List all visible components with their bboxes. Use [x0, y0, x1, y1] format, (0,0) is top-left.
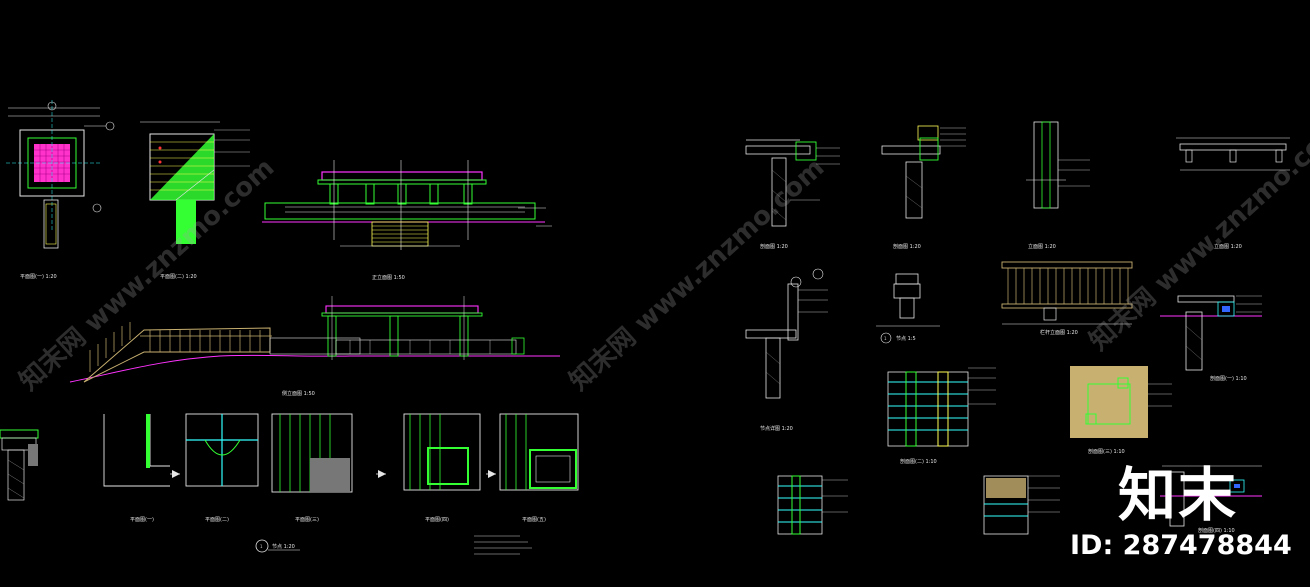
view-title: 平面图(二) 1:20: [160, 274, 197, 280]
view-title: 平面图(三): [295, 517, 319, 523]
brand-watermark: 知末: [1118, 461, 1239, 529]
bottom-detail-strip: [0, 413, 579, 555]
view-title: 剖面图(四) 1:10: [1198, 527, 1235, 534]
view-title: 栏杆立面图 1:20: [1040, 329, 1078, 336]
view-title: 平面图(一): [130, 517, 154, 523]
front-elevation: [262, 160, 552, 250]
elevation-rail: [1176, 137, 1290, 171]
section-b: [881, 125, 966, 219]
view-title: 节点详图 1:20: [760, 425, 793, 432]
view-title: 平面图(二): [205, 517, 229, 523]
id-watermark: ID: 287478844: [1070, 530, 1292, 561]
view-titles-right: 剖面图 1:20 剖面图 1:20 立面图 1:20 立面图 1:20 节点详图…: [760, 243, 1247, 534]
railing-elevation: [1001, 261, 1133, 325]
view-title: 平面图(五): [522, 517, 546, 523]
view-title: 立面图 1:20: [1214, 243, 1242, 250]
plan-view-2: [140, 121, 250, 244]
view-title: 剖面图 1:20: [760, 243, 788, 250]
view-title: 剖面图 1:20: [893, 243, 921, 250]
callout-number: 1: [260, 544, 263, 549]
callout-number: 1: [884, 336, 887, 341]
view-title: 剖面图(二) 1:10: [900, 458, 937, 465]
elevation-post: [1026, 121, 1090, 209]
view-title: 剖面图(三) 1:10: [1088, 448, 1125, 455]
view-title: 平面图(一) 1:20: [20, 274, 57, 280]
section-f: [777, 475, 848, 535]
view-title: 节点 1:20: [272, 544, 295, 550]
view-title: 剖面图(一) 1:10: [1210, 375, 1247, 382]
section-d: [1160, 295, 1262, 371]
view-title: 正立面图 1:50: [372, 274, 405, 281]
node-detail: [876, 273, 940, 344]
section-e: [887, 367, 996, 447]
section-tan: [1070, 366, 1172, 438]
view-title: 平面图(四): [425, 517, 449, 523]
view-title: 侧立面图 1:50: [282, 390, 315, 397]
section-a: [745, 139, 840, 227]
view-title: 节点 1:5: [896, 336, 916, 342]
view-title: 立面图 1:20: [1028, 243, 1056, 250]
side-elevation: [69, 296, 560, 383]
view-titles-left: 平面图(一) 1:20 平面图(二) 1:20 正立面图 1:50 侧立面图 1…: [20, 274, 546, 550]
plan-view-1: [6, 100, 115, 249]
section-h: [1160, 465, 1262, 527]
section-c: [745, 268, 828, 399]
section-g: [983, 475, 1060, 535]
